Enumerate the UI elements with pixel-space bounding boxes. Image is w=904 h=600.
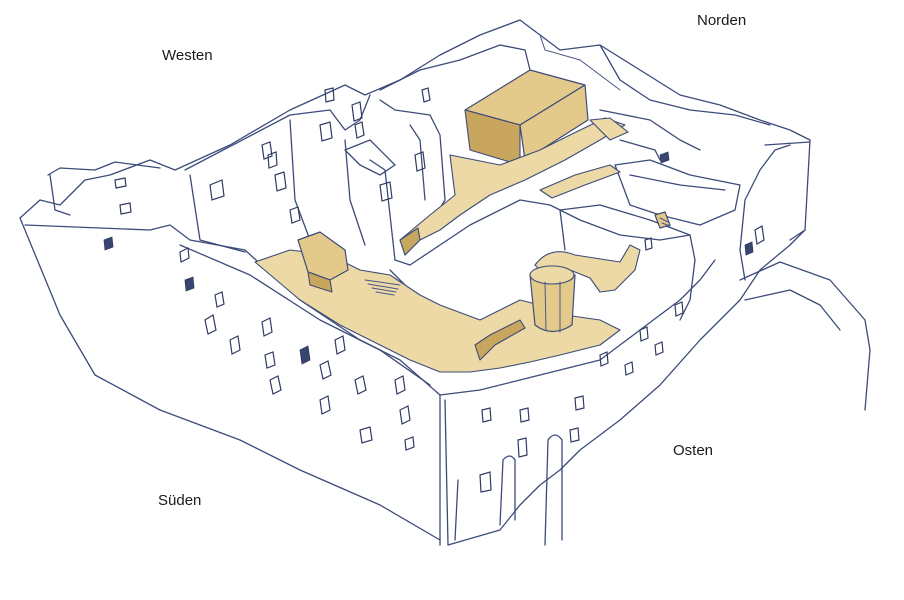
- compass-label-north: Norden: [697, 12, 747, 29]
- north-block-side: [519, 84, 589, 161]
- north-ramp: [399, 117, 626, 256]
- outer-walls: [19, 19, 871, 546]
- inner-walls: [184, 44, 741, 331]
- compass-label-east: Osten: [673, 442, 714, 459]
- compass-label-west: Westen: [162, 47, 213, 64]
- courtyard-walkway: [254, 249, 621, 373]
- stair-hatching: [364, 217, 671, 296]
- small-ramp: [539, 164, 621, 199]
- new-construction: [254, 69, 671, 373]
- round-tower: [529, 265, 576, 333]
- windows: [103, 87, 765, 546]
- compass-label-south: Süden: [158, 492, 202, 509]
